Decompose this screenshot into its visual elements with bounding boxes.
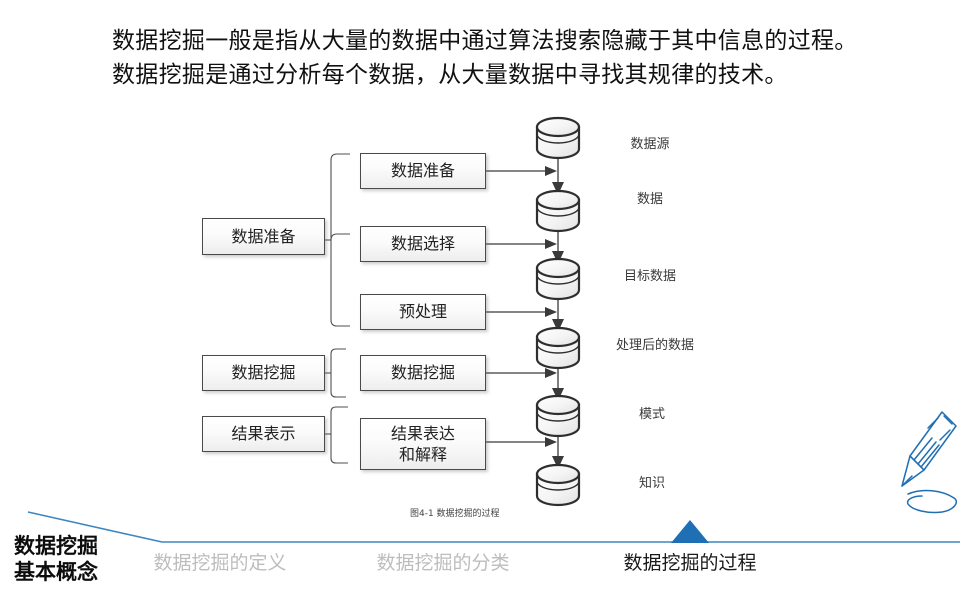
footer-tab-label: 数据挖掘的定义	[153, 552, 287, 574]
footer-tab-label: 数据挖掘的过程	[623, 552, 757, 574]
stage-group-label: 结果表示	[231, 424, 296, 443]
stage-group-label: 数据挖掘	[231, 363, 296, 382]
figure-caption: 图4-1 数据挖掘的过程	[410, 509, 500, 519]
artifact-label-text: 知识	[638, 476, 666, 491]
process-step-label-line1: 结果表达	[390, 424, 455, 443]
database-cylinder-icon	[534, 463, 582, 507]
footer-tab-definition[interactable]: 数据挖掘的定义	[153, 548, 286, 575]
process-step-label: 预处理	[398, 302, 447, 321]
process-step-label: 数据准备	[390, 161, 455, 180]
active-tab-marker-icon	[671, 520, 709, 543]
process-step-box[interactable]: 数据准备	[360, 153, 486, 189]
footer-title-line1: 数据挖掘	[14, 534, 98, 558]
stage-group-box[interactable]: 数据准备	[202, 218, 325, 255]
process-diagram: 数据准备 数据挖掘 结果表示 数据准备 数据选择 预处理 数据挖掘 结果表达 和…	[0, 100, 800, 520]
artifact-label: 数据源	[630, 133, 669, 152]
process-step-label: 数据挖掘	[390, 363, 455, 382]
pen-sketch-icon	[898, 408, 960, 548]
stage-group-box[interactable]: 数据挖掘	[202, 355, 325, 391]
artifact-label-text: 数据源	[630, 137, 670, 152]
artifact-label: 处理后的数据	[616, 334, 694, 353]
stage-group-box[interactable]: 结果表示	[202, 416, 325, 452]
footer-title-line2: 基本概念	[14, 560, 98, 584]
artifact-label: 目标数据	[624, 265, 676, 284]
page-title: 数据挖掘一般是指从大量的数据中通过算法搜索隐藏于其中信息的过程。数据挖掘是通过分…	[112, 28, 858, 88]
footer-section-title: 数据挖掘 基本概念	[14, 533, 98, 585]
footer-tab-label: 数据挖掘的分类	[376, 552, 510, 574]
artifact-label-text: 模式	[638, 407, 666, 422]
database-cylinder-icon	[534, 257, 582, 301]
process-step-box[interactable]: 预处理	[360, 294, 486, 330]
database-cylinder-icon	[534, 394, 582, 438]
artifact-label: 数据	[637, 188, 663, 207]
process-step-box[interactable]: 结果表达 和解释	[360, 418, 486, 470]
footer-tab-process[interactable]: 数据挖掘的过程	[623, 548, 756, 575]
footer-tab-classification[interactable]: 数据挖掘的分类	[376, 548, 509, 575]
database-cylinder-icon	[534, 189, 582, 233]
artifact-label: 知识	[639, 472, 665, 491]
artifact-label-text: 数据	[636, 192, 664, 207]
process-step-box[interactable]: 数据选择	[360, 226, 486, 262]
process-step-label-line2: 和解释	[398, 445, 447, 464]
artifact-label-text: 处理后的数据	[615, 338, 695, 353]
artifact-label-text: 目标数据	[623, 269, 677, 284]
database-cylinder-icon	[534, 326, 582, 370]
diagram-connectors	[325, 153, 564, 469]
process-step-label: 数据选择	[390, 234, 455, 253]
artifact-label: 模式	[639, 403, 665, 422]
database-cylinder-icon	[534, 116, 582, 160]
process-step-box[interactable]: 数据挖掘	[360, 355, 486, 391]
stage-group-label: 数据准备	[231, 226, 296, 246]
